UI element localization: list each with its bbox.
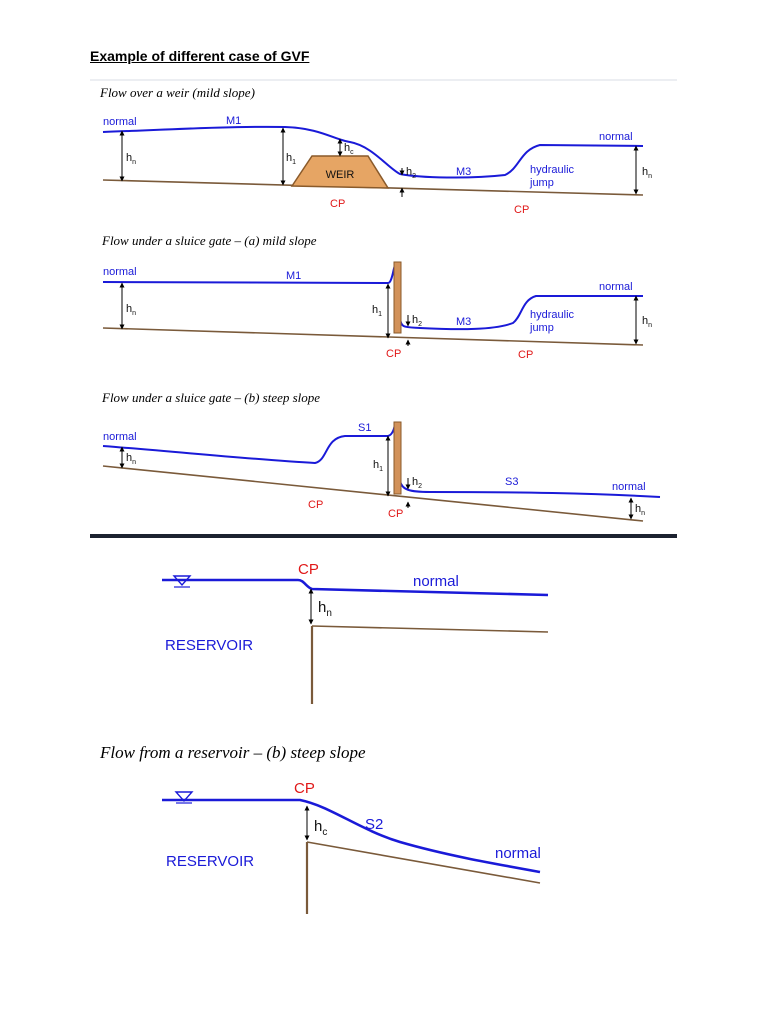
reservoir-label: RESERVOIR — [166, 853, 254, 870]
h2-label: h2 — [412, 314, 422, 328]
panel-reservoir-steep: Flow from a reservoir – (b) steep slope … — [99, 743, 541, 914]
hn-left: hn — [126, 452, 136, 466]
panel-sluice-mild: Flow under a sluice gate – (a) mild slop… — [101, 233, 652, 361]
cp-left: CP — [330, 198, 345, 210]
normal-left: normal — [103, 431, 137, 443]
cp-right: CP — [388, 508, 403, 520]
water-level-icon — [172, 575, 192, 588]
sluice-gate — [393, 421, 402, 495]
profile-m3: M3 — [456, 316, 471, 328]
cp-label: CP — [294, 780, 315, 797]
weir-label: WEIR — [326, 169, 355, 181]
section-divider — [90, 534, 677, 538]
profile-m3: M3 — [456, 166, 471, 178]
water-level-icon — [174, 791, 194, 804]
normal-label: normal — [495, 845, 541, 862]
hn-right: hn — [635, 503, 645, 517]
normal-right: normal — [599, 131, 633, 143]
panel-reservoir-mild: hn CP normal RESERVOIR — [162, 561, 549, 704]
hc-label: hc — [344, 142, 354, 156]
h1-label: h1 — [373, 459, 383, 473]
hc-label: hc — [314, 818, 327, 838]
panel1-caption: Flow over a weir (mild slope) — [99, 85, 255, 100]
panel2-caption: Flow under a sluice gate – (a) mild slop… — [101, 233, 317, 248]
panel5-caption: Flow from a reservoir – (b) steep slope — [99, 743, 366, 762]
normal-label: normal — [413, 573, 459, 590]
page-title: Example of different case of GVF — [90, 48, 310, 64]
reservoir-label: RESERVOIR — [165, 637, 253, 654]
normal-left: normal — [103, 116, 137, 128]
hn-label: hn — [318, 599, 332, 619]
cp-right: CP — [514, 204, 529, 216]
jump-label-2: jump — [529, 177, 554, 189]
hn-right: hn — [642, 166, 652, 180]
water-surface — [162, 798, 541, 874]
jump-label-2: jump — [529, 322, 554, 334]
panel-weir: Flow over a weir (mild slope) WEIR hn h1… — [99, 85, 652, 216]
channel-bed — [102, 327, 644, 346]
normal-right: normal — [612, 481, 646, 493]
hn-left: hn — [126, 303, 136, 317]
cp-right: CP — [518, 349, 533, 361]
hn-right: hn — [642, 315, 652, 329]
profile-m1: M1 — [226, 115, 241, 127]
water-surface — [162, 578, 549, 597]
profile-s3: S3 — [505, 476, 518, 488]
water-surface — [102, 125, 644, 179]
weir-block — [290, 155, 390, 189]
profile-s1: S1 — [358, 422, 371, 434]
channel-bed — [311, 625, 549, 633]
cp-left: CP — [386, 348, 401, 360]
h2-label: h2 — [412, 476, 422, 490]
h2-label: h2 — [406, 166, 416, 180]
profile-s2: S2 — [365, 816, 383, 833]
sluice-gate — [393, 261, 402, 334]
cp-label: CP — [298, 561, 319, 578]
water-surface — [102, 423, 661, 498]
hn-left: hn — [126, 152, 136, 166]
channel-bed — [306, 841, 541, 884]
normal-left: normal — [103, 266, 137, 278]
cp-left: CP — [308, 499, 323, 511]
panel-sluice-steep: Flow under a sluice gate – (b) steep slo… — [101, 390, 661, 522]
channel-bed — [102, 465, 644, 522]
jump-label-1: hydraulic — [530, 309, 575, 321]
h1-label: h1 — [286, 152, 296, 166]
profile-m1: M1 — [286, 270, 301, 282]
jump-label-1: hydraulic — [530, 164, 575, 176]
normal-right: normal — [599, 281, 633, 293]
panel3-caption: Flow under a sluice gate – (b) steep slo… — [101, 390, 320, 405]
h1-label: h1 — [372, 304, 382, 318]
